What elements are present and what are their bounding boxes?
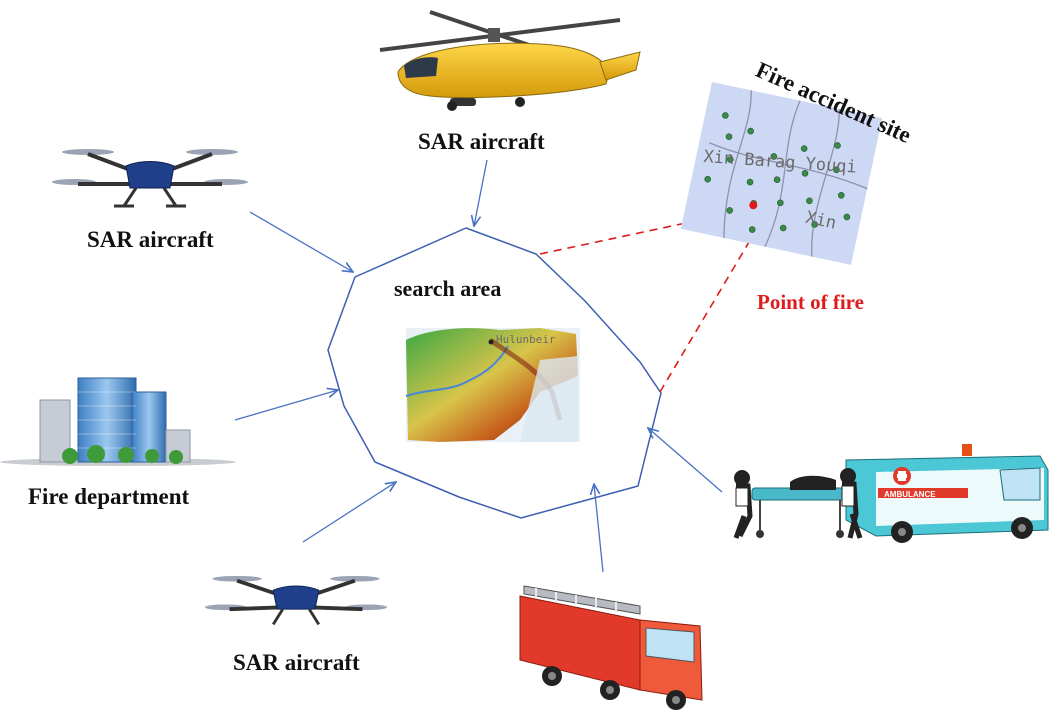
dashed-link-top [539,209,748,255]
drone-icon-left [52,149,248,208]
arrow-from-drone-bottom [302,482,396,543]
label-sar-aircraft-bottom: SAR aircraft [233,650,360,675]
label-sar-aircraft-left: SAR aircraft [87,227,214,252]
arrows [234,159,723,573]
label-point-of-fire: Point of fire [757,290,864,314]
fire-truck-icon [519,585,703,710]
helicopter-icon [379,10,641,111]
label-sar-aircraft-top: SAR aircraft [418,129,545,154]
fire-site-map: Xin Barag Youqi Xin [680,81,883,265]
ambulance-text: AMBULANCE [884,490,936,499]
arrow-from-ambulance [648,428,723,493]
building-icon [0,377,236,466]
arrow-from-fire-truck [594,484,604,573]
drone-icon-bottom [204,575,388,626]
ambulance-icon: AMBULANCE [733,444,1049,543]
arrow-from-drone-left [249,211,353,272]
label-fire-department: Fire department [28,484,190,509]
map-city-label: Hulunbeir [496,333,556,346]
fire-point-marker [749,201,758,210]
label-search-area: search area [394,276,502,301]
search-area-octagon [327,227,662,519]
terrain-map: Hulunbeir [405,328,580,442]
arrow-from-fire-department [234,390,338,421]
arrow-from-helicopter [474,159,488,226]
